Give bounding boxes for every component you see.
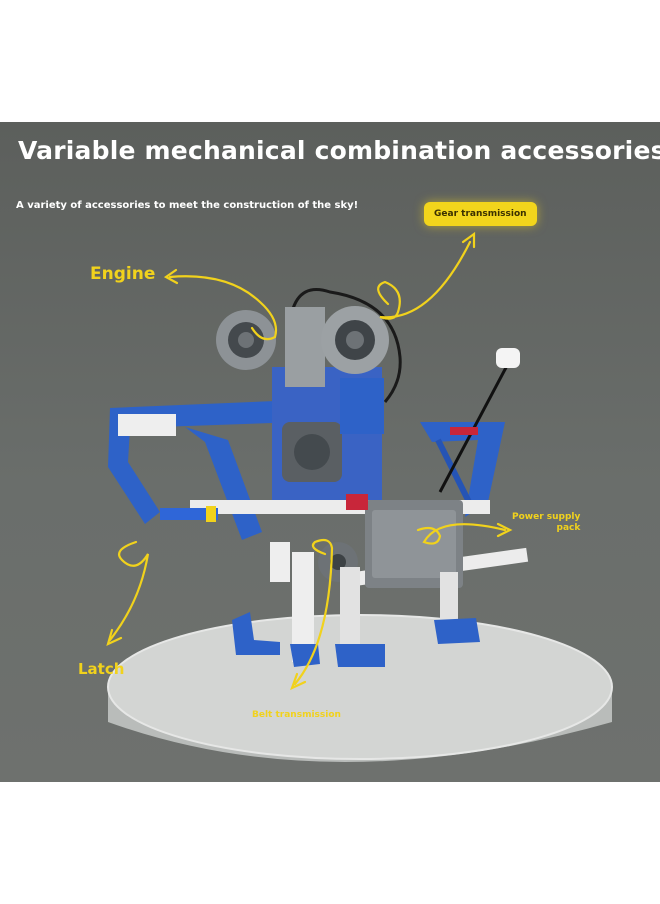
engine-label: Engine (90, 264, 156, 284)
page-subtitle: A variety of accessories to meet the con… (16, 200, 359, 211)
power-supply-label-line2: pack (556, 523, 581, 533)
robot-illustration (106, 231, 613, 762)
gear-transmission-tag: Gear transmission (424, 202, 537, 226)
annotation-lines (106, 231, 513, 691)
pedestal (107, 614, 613, 762)
power-supply-label-line1: Power supply (512, 512, 581, 522)
latch-label: Latch (78, 660, 125, 678)
power-supply-label: Power supply pack (512, 512, 580, 534)
product-scene: Variable mechanical combination accessor… (0, 122, 660, 782)
page-title: Variable mechanical combination accessor… (18, 136, 660, 165)
robot-body (108, 288, 529, 667)
belt-transmission-label: Belt transmission (252, 710, 341, 720)
